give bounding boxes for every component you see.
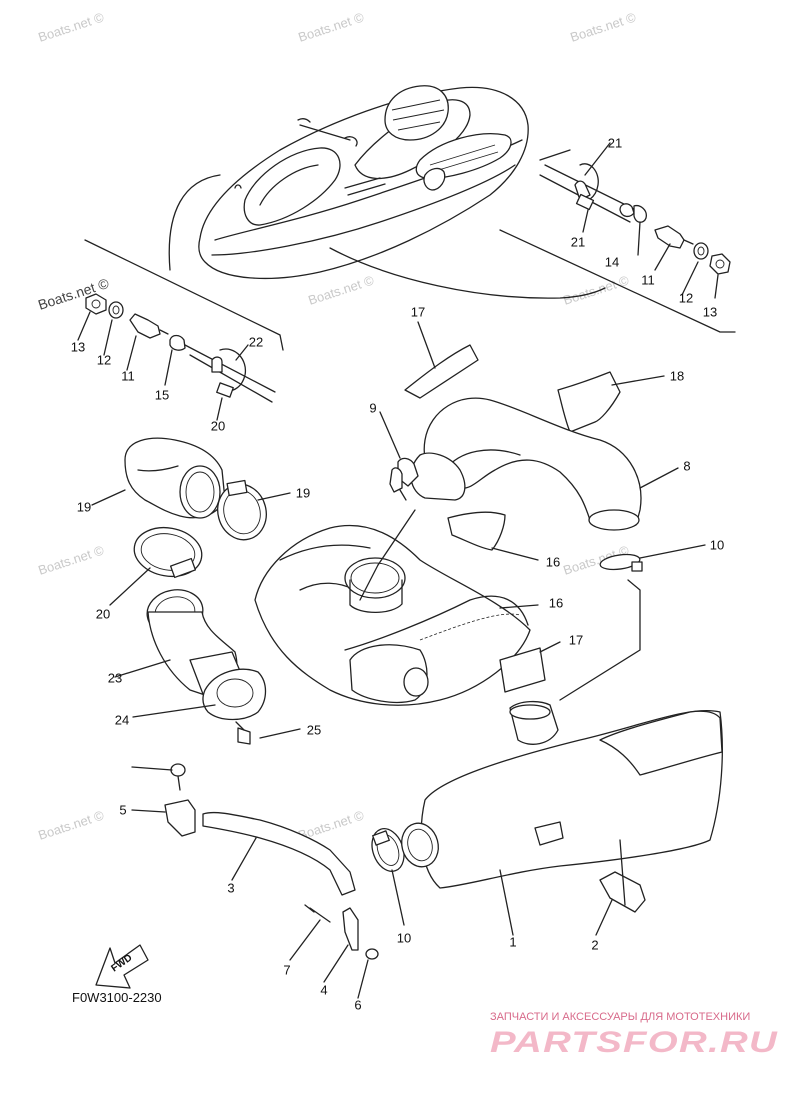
jet-ski-illustration <box>198 85 529 280</box>
callout-19: 20 <box>96 607 110 622</box>
part-24-bolt <box>237 727 251 745</box>
callout-17: 17 <box>411 305 425 320</box>
part-23-gasket <box>202 668 267 721</box>
part-17-pad-right <box>557 371 621 433</box>
callout-22: 23 <box>108 671 122 686</box>
part-7-screw <box>304 904 331 923</box>
watermark: Boats.net © <box>561 272 631 307</box>
part-17-pad-upper <box>404 344 479 399</box>
fwd-arrow: FWD <box>95 944 149 989</box>
part-24-bolt-shank <box>235 721 245 731</box>
callout-20: 21 <box>571 235 585 250</box>
part-25-screw-shank <box>177 775 181 791</box>
callout-19: 19 <box>296 486 310 501</box>
left-fitting-group <box>85 293 276 403</box>
callout-11: 11 <box>641 273 655 288</box>
callout-16: 16 <box>546 555 560 570</box>
callout-1: 1 <box>509 935 516 950</box>
leader-curve <box>329 247 606 299</box>
callout-6: 6 <box>354 998 361 1013</box>
right-fitting-group <box>539 163 731 275</box>
callout-16: 17 <box>569 633 583 648</box>
diagram-code: F0W3100-2230 <box>72 990 162 1005</box>
callout-13: 13 <box>71 340 85 355</box>
callout-23: 24 <box>115 713 129 728</box>
part-15-water-box <box>254 524 531 706</box>
watermark: Boats.net © <box>568 9 638 44</box>
part-4-bracket <box>342 907 359 951</box>
callout-18: 19 <box>77 500 91 515</box>
watermark: Boats.net © <box>36 542 106 577</box>
watermark: Boats.net © <box>306 272 376 307</box>
part-1-muffler <box>401 700 723 889</box>
part-8-exhaust-pipe <box>389 397 642 531</box>
callout-labels: 21 21 14 11 12 13 13 12 11 15 22 20 17 1… <box>71 136 724 1013</box>
part-2-bracket <box>599 871 646 913</box>
callout-11: 11 <box>121 369 135 384</box>
detail-bracket-right <box>499 229 736 333</box>
callout-21: 21 <box>608 136 622 151</box>
part-16-pad-upper <box>447 511 506 551</box>
callout-13: 13 <box>703 305 717 320</box>
callout-14: 14 <box>605 255 619 270</box>
callout-5: 5 <box>119 803 126 818</box>
watermark: Boats.net © <box>36 9 106 44</box>
callout-21: 22 <box>249 335 263 350</box>
callout-10: 10 <box>397 931 411 946</box>
callout-10: 10 <box>710 538 724 553</box>
callout-12: 12 <box>97 353 111 368</box>
callout-8: 8 <box>683 459 690 474</box>
detail-bracket-right-top <box>539 149 571 161</box>
leader-lines <box>77 142 719 999</box>
part-6-washer <box>365 948 379 960</box>
callout-2: 2 <box>591 938 598 953</box>
part-18-hose <box>124 437 226 519</box>
callout-3: 3 <box>227 881 234 896</box>
part-19-clamp-lower <box>133 526 203 579</box>
brand-subtitle: ЗАПЧАСТИ И АКСЕССУАРЫ ДЛЯ МОТОТЕХНИКИ <box>490 1011 750 1023</box>
part-5-bracket <box>164 799 196 837</box>
part-25-screw <box>170 763 186 777</box>
part-10-clamp-upper <box>599 553 643 572</box>
watermark: Boats.net © <box>36 807 106 842</box>
watermark: Boats.net © <box>296 9 366 44</box>
brand-logo: PARTSFOR.RU <box>490 1026 778 1059</box>
part-19-clamp-upper <box>217 479 267 541</box>
callout-12: 12 <box>679 291 693 306</box>
callout-4: 4 <box>320 983 327 998</box>
callout-7: 7 <box>283 963 290 978</box>
leader-curve <box>168 174 221 271</box>
callout-20: 20 <box>211 419 225 434</box>
detail-bracket-left <box>84 239 284 351</box>
callout-14: 15 <box>155 388 169 403</box>
callout-24: 25 <box>307 723 321 738</box>
callout-9: 9 <box>369 401 376 416</box>
callout-17: 18 <box>670 369 684 384</box>
part-3-strap <box>202 811 356 896</box>
callout-15: 16 <box>549 596 563 611</box>
part-16-pad-lower <box>499 647 546 693</box>
